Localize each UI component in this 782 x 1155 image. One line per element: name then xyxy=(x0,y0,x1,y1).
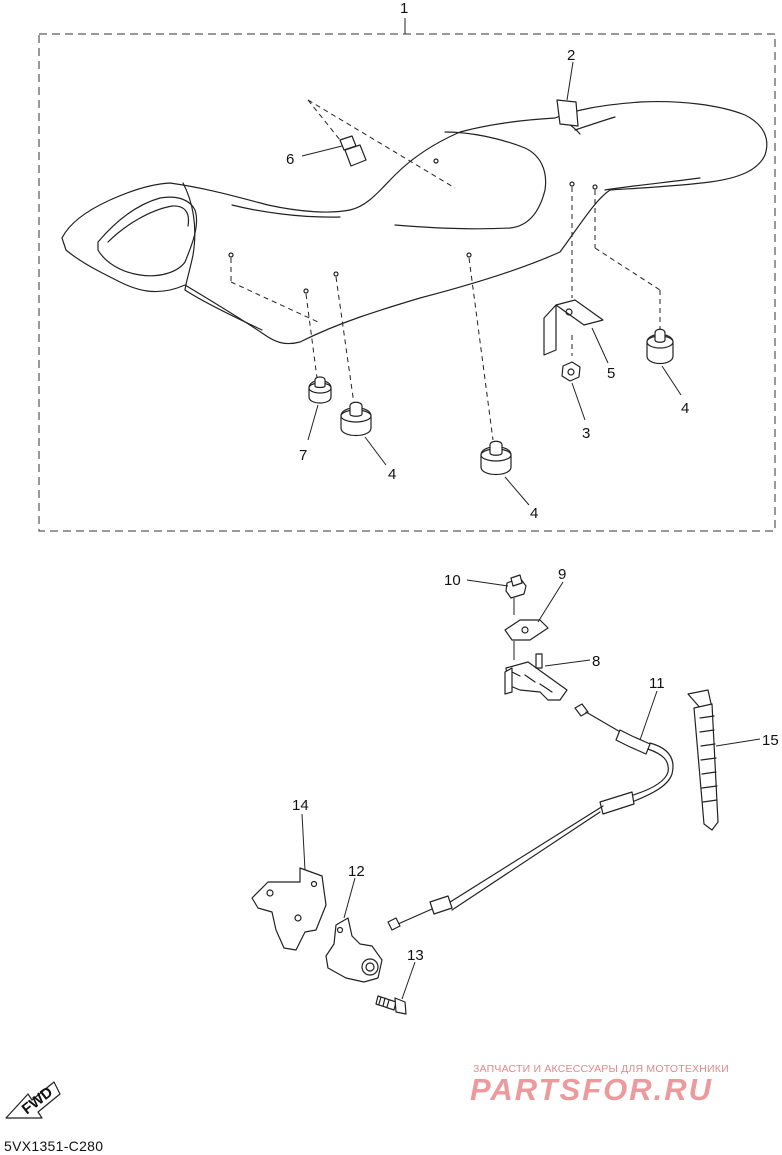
cable-11 xyxy=(387,690,674,931)
watermark-logo: PARTSFOR.RU xyxy=(470,1072,714,1107)
plate-9 xyxy=(504,581,564,660)
bolt-13 xyxy=(375,961,416,1015)
lever-12 xyxy=(325,877,383,983)
callout-5: 5 xyxy=(607,365,615,382)
document-code: 5VX1351-C280 xyxy=(4,1138,104,1154)
seat-outline xyxy=(61,100,768,345)
callout-13: 13 xyxy=(407,947,424,964)
damper-4-left xyxy=(340,401,387,466)
damper-4-center xyxy=(480,440,530,506)
callout-1: 1 xyxy=(400,0,408,17)
watermark-tagline: ЗАПЧАСТИ И АКСЕССУАРЫ ДЛЯ МОТОТЕХНИКИ xyxy=(473,1063,729,1075)
callout-4-left: 4 xyxy=(388,466,396,483)
callout-4-right: 4 xyxy=(681,400,689,417)
seat-tag-2 xyxy=(556,61,579,127)
callout-11: 11 xyxy=(649,675,665,692)
nut-3 xyxy=(561,361,586,421)
damper-4-right xyxy=(646,328,682,396)
callout-7: 7 xyxy=(299,447,307,464)
callout-3: 3 xyxy=(582,425,590,442)
assembly-frame xyxy=(38,33,776,532)
callout-2: 2 xyxy=(567,47,575,64)
callout-10: 10 xyxy=(444,572,461,589)
collar-nut-10 xyxy=(466,574,527,615)
bracket-14 xyxy=(251,813,327,951)
callout-6: 6 xyxy=(286,151,294,168)
callout-9: 9 xyxy=(558,566,566,583)
lock-bracket-8 xyxy=(504,653,591,701)
fwd-arrow-icon: FWD xyxy=(5,1081,61,1119)
callout-4-center: 4 xyxy=(530,505,538,522)
mount-guides xyxy=(228,158,661,441)
bolt-6 xyxy=(301,99,456,189)
callout-14: 14 xyxy=(292,797,309,814)
rubber-7 xyxy=(307,376,332,441)
cable-tie-15 xyxy=(687,689,761,831)
callout-8: 8 xyxy=(592,653,600,670)
callout-12: 12 xyxy=(348,863,365,880)
bracket-5 xyxy=(543,299,609,364)
callout-15: 15 xyxy=(762,732,779,749)
